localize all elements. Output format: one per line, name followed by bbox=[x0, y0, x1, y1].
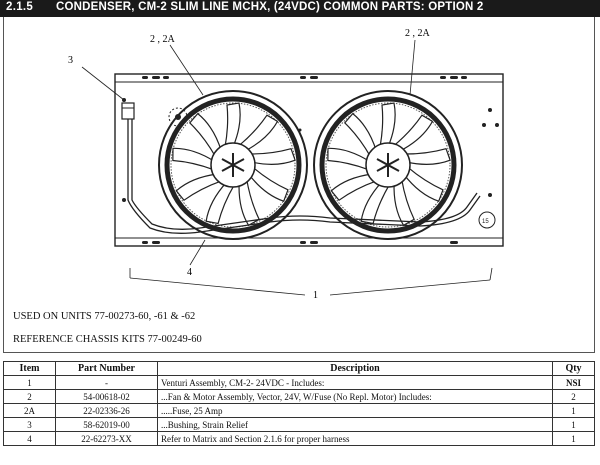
fan-assembly-right bbox=[313, 90, 463, 240]
callout-fan-right: 2 , 2A bbox=[405, 28, 431, 39]
header-part-number: Part Number bbox=[55, 361, 158, 376]
cell-part: 54-00618-02 bbox=[55, 389, 158, 404]
header-item: Item bbox=[3, 361, 56, 376]
cell-desc: .....Fuse, 25 Amp bbox=[157, 403, 553, 418]
callout-venturi: 1 bbox=[313, 290, 318, 301]
cell-item: 3 bbox=[3, 417, 56, 432]
table-row: 2 54-00618-02 ...Fan & Motor Assembly, V… bbox=[3, 389, 595, 404]
table-header-row: Item Part Number Description Qty bbox=[3, 361, 595, 376]
cell-qty: 2 bbox=[552, 389, 595, 404]
cell-qty: 1 bbox=[552, 403, 595, 418]
cell-part: - bbox=[55, 375, 158, 390]
wire-harness bbox=[127, 119, 481, 234]
table-row: 4 22-62273-XX Refer to Matrix and Sectio… bbox=[3, 431, 595, 446]
cell-part: 22-02336-26 bbox=[55, 403, 158, 418]
cell-desc: ...Fan & Motor Assembly, Vector, 24V, W/… bbox=[157, 389, 553, 404]
cell-item: 4 bbox=[3, 431, 56, 446]
reference-note: REFERENCE CHASSIS KITS 77-00249-60 bbox=[13, 334, 202, 345]
table-row: 3 58-62019-00 ...Bushing, Strain Relief … bbox=[3, 417, 595, 432]
cell-qty: NSI bbox=[552, 375, 595, 390]
header-description: Description bbox=[157, 361, 553, 376]
used-on-note: USED ON UNITS 77-00273-60, -61 & -62 bbox=[13, 311, 196, 322]
cell-item: 1 bbox=[3, 375, 56, 390]
cell-item: 2A bbox=[3, 403, 56, 418]
cell-part: 22-62273-XX bbox=[55, 431, 158, 446]
cell-desc: ...Bushing, Strain Relief bbox=[157, 417, 553, 432]
strain-relief-bushing bbox=[121, 102, 135, 120]
fan-assembly-left bbox=[158, 90, 308, 240]
figure-frame bbox=[3, 17, 595, 353]
callout-harness: 4 bbox=[187, 267, 192, 278]
cell-desc: Venturi Assembly, CM-2- 24VDC - Includes… bbox=[157, 375, 553, 390]
callout-fan-left: 2 , 2A bbox=[150, 34, 176, 45]
svg-text:15: 15 bbox=[482, 219, 489, 225]
parts-table: Item Part Number Description Qty 1 - Ven… bbox=[3, 361, 595, 446]
table-row: 1 - Venturi Assembly, CM-2- 24VDC - Incl… bbox=[3, 375, 595, 390]
cell-part: 58-62019-00 bbox=[55, 417, 158, 432]
section-header: 2.1.5 CONDENSER, CM-2 SLIM LINE MCHX, (2… bbox=[0, 0, 600, 17]
cell-qty: 1 bbox=[552, 417, 595, 432]
cell-desc: Refer to Matrix and Section 2.1.6 for pr… bbox=[157, 431, 553, 446]
cell-qty: 1 bbox=[552, 431, 595, 446]
cell-item: 2 bbox=[3, 389, 56, 404]
header-qty: Qty bbox=[552, 361, 595, 376]
condenser-diagram: 15 2 , 2A 2 , 2A 3 4 1 bbox=[68, 28, 504, 301]
section-number: 2.1.5 bbox=[6, 1, 34, 13]
callout-bushing: 3 bbox=[68, 55, 73, 66]
section-title: CONDENSER, CM-2 SLIM LINE MCHX, (24VDC) … bbox=[56, 1, 484, 13]
leader-lines bbox=[81, 39, 493, 296]
fuse-marker bbox=[168, 107, 188, 127]
table-row: 2A 22-02336-26 .....Fuse, 25 Amp 1 bbox=[3, 403, 595, 418]
